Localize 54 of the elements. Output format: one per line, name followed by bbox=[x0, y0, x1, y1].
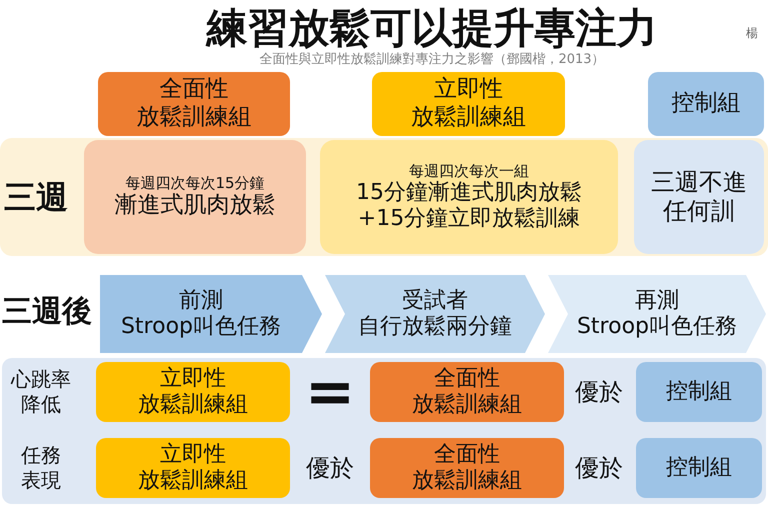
step-label: 受試者 bbox=[402, 288, 468, 314]
group-header bbox=[98, 72, 290, 136]
box-label: 控制組 bbox=[666, 378, 732, 406]
step-label: 再測 bbox=[635, 288, 679, 314]
condition-box bbox=[84, 140, 306, 254]
step-label: 前測 bbox=[179, 288, 223, 314]
box-label: 放鬆訓練組 bbox=[411, 104, 526, 132]
step-label: 自行放鬆兩分鐘 bbox=[358, 314, 512, 340]
box-label: 控制組 bbox=[672, 90, 740, 118]
process-step bbox=[100, 275, 322, 353]
process-step bbox=[548, 275, 766, 353]
box-label: 15分鐘漸進式肌肉放鬆+15分鐘立即放鬆訓練 bbox=[355, 180, 583, 232]
box-label: 全面性 bbox=[160, 76, 228, 104]
box-label: 全面性 bbox=[434, 442, 500, 468]
comparison-text: 優於 bbox=[575, 378, 623, 407]
row-heading: 三週 bbox=[4, 177, 68, 217]
box-label: 放鬆訓練組 bbox=[138, 468, 248, 494]
row-heading: 心跳率降低 bbox=[10, 367, 72, 417]
result-box bbox=[636, 362, 762, 422]
author-text: 楊 bbox=[746, 26, 758, 40]
box-label: 立即性 bbox=[160, 442, 226, 468]
result-box bbox=[370, 362, 564, 422]
box-label: 控制組 bbox=[666, 454, 732, 482]
condition-box bbox=[320, 140, 618, 254]
row-band bbox=[0, 138, 768, 256]
result-box bbox=[96, 362, 290, 422]
group-header bbox=[648, 72, 764, 136]
process-step bbox=[325, 275, 545, 353]
title: 練習放鬆可以提升專注力 bbox=[206, 6, 658, 52]
step-label: Stroop叫色任務 bbox=[576, 314, 738, 340]
subtitle: 全面性與立即性放鬆訓練對專注力之影響（鄧國楷，2013） bbox=[259, 52, 605, 68]
row-heading: 任務表現 bbox=[20, 443, 62, 493]
box-label: 放鬆訓練組 bbox=[138, 392, 248, 418]
result-box bbox=[636, 438, 762, 498]
box-label: 放鬆訓練組 bbox=[412, 392, 522, 418]
condition-box bbox=[634, 140, 764, 254]
box-label: 每週四次每次15分鐘 bbox=[125, 174, 265, 192]
comparison-text: 優於 bbox=[575, 454, 623, 483]
row-label: 三週後 bbox=[2, 294, 92, 330]
box-label: 全面性 bbox=[434, 366, 500, 392]
result-box bbox=[370, 438, 564, 498]
result-box bbox=[96, 438, 290, 498]
row-band bbox=[2, 358, 766, 504]
box-label: 每週四次每次一組 bbox=[409, 162, 529, 180]
comparison-text: 優於 bbox=[306, 454, 354, 483]
box-label: 立即性 bbox=[160, 366, 226, 392]
box-label: 三週不進任何訓 bbox=[650, 168, 748, 226]
box-label: 放鬆訓練組 bbox=[412, 468, 522, 494]
box-label: 立即性 bbox=[434, 76, 503, 104]
equals-sign: = bbox=[304, 377, 356, 407]
group-header bbox=[372, 72, 565, 136]
box-label: 漸進式肌肉放鬆 bbox=[114, 192, 276, 220]
step-label: Stroop叫色任務 bbox=[120, 314, 282, 340]
box-label: 放鬆訓練組 bbox=[136, 104, 252, 132]
